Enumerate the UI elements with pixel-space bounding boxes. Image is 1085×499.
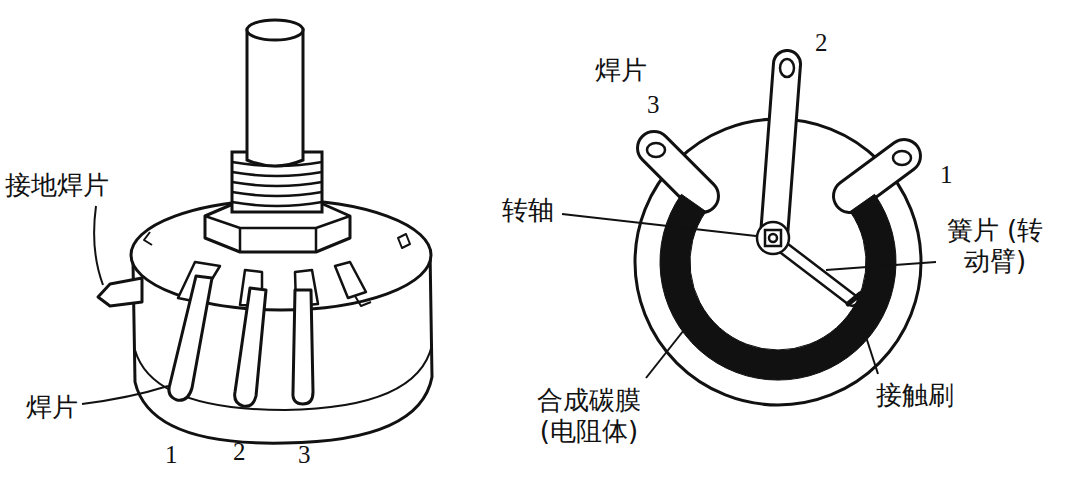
leader-line (82, 206, 168, 404)
leader-line (562, 214, 936, 378)
fan-tabs (335, 262, 366, 298)
leader-line (562, 214, 756, 236)
wiper-arm (776, 242, 860, 304)
solder-terminals (169, 276, 212, 400)
carbon-film (660, 194, 896, 380)
ground-lug (98, 278, 142, 306)
wiper-arm (776, 242, 852, 300)
middle-lug (774, 64, 787, 236)
rotary-shaft (757, 222, 789, 254)
shaft (247, 20, 303, 166)
solder-terminals (169, 276, 313, 406)
callout-number: 2 (815, 28, 828, 58)
leader-line (646, 330, 684, 378)
wiper-arm (848, 294, 860, 304)
wiper-arm (776, 242, 852, 300)
solder-lug (647, 143, 665, 157)
part-label: 合成碳膜 (电阻体) (526, 385, 652, 447)
leader-line (94, 206, 103, 285)
hex-nut (205, 216, 350, 252)
part-label: 接地焊片 (5, 170, 109, 201)
middle-lug (780, 59, 794, 77)
potentiometer-body (131, 200, 431, 310)
callout-number: 3 (647, 90, 660, 120)
threaded-bushing (232, 162, 322, 206)
potentiometer-body (355, 296, 371, 306)
leader-line (82, 386, 168, 404)
rotary-shaft (765, 230, 781, 246)
leader-line (826, 262, 936, 270)
solder-terminals (293, 290, 313, 404)
ground-lug (98, 278, 142, 306)
part-label: 焊片 (595, 55, 647, 86)
middle-lug (774, 64, 787, 236)
part-label: 转轴 (502, 195, 554, 226)
callout-number: 1 (165, 440, 178, 470)
callout-number: 3 (298, 440, 311, 470)
rotary-shaft (757, 222, 789, 254)
callout-number: 2 (233, 437, 246, 467)
shaft (247, 20, 303, 40)
middle-lug (774, 59, 794, 236)
shaft (247, 30, 303, 166)
carbon-film (660, 194, 896, 380)
rotary-shaft (769, 234, 777, 242)
potentiometer-body (398, 234, 410, 248)
callout-number: 1 (940, 160, 953, 190)
part-label: 接触刷 (876, 380, 954, 411)
potentiometer-body (144, 232, 152, 245)
part-label: 焊片 (26, 392, 78, 423)
leader-line (858, 312, 878, 374)
solder-lug (893, 151, 911, 165)
potentiometer-body (131, 200, 432, 443)
part-label: 簧片 (转动臂) (935, 215, 1055, 277)
solder-terminals (235, 288, 266, 406)
